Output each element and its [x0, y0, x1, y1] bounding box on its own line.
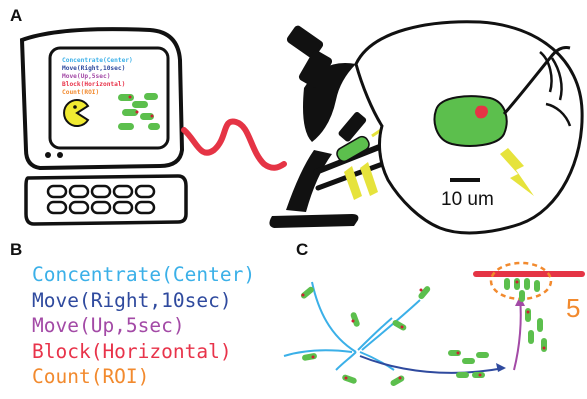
panel-label-b: B: [10, 240, 23, 259]
light-stimulus-icon: [500, 148, 534, 196]
pacman-icon: [63, 99, 90, 127]
command-move-up: Move(Up,5sec): [32, 314, 185, 337]
screen-command-3: Move(Up,5sec): [62, 73, 110, 80]
panel-label-a: A: [10, 6, 23, 25]
screen-command-5: Count(ROI): [62, 89, 99, 96]
panel-c-cells: [300, 278, 547, 386]
computer-monitor: Concentrate(Center) Move(Right,10sec) Mo…: [19, 27, 185, 171]
panel-c-cell-markers: [301, 280, 546, 380]
screen-command-2: Move(Right,10sec): [62, 64, 125, 72]
command-block: Block(Horizontal): [32, 339, 232, 363]
command-count: Count(ROI): [32, 365, 150, 388]
panel-c-trajectories: 5: [283, 261, 585, 386]
command-list: Concentrate(Center) Move(Right,10sec) Mo…: [32, 262, 255, 390]
computer-keyboard: [24, 174, 188, 226]
magnified-view: 10 um: [354, 20, 584, 235]
screen-command-1: Concentrate(Center): [62, 57, 133, 64]
screen-command-4: Block(Horizontal): [62, 80, 125, 88]
command-concentrate: Concentrate(Center): [32, 263, 256, 286]
roi-count-digit: 5: [566, 293, 580, 323]
data-cable: [181, 118, 287, 171]
bacterium-large: [433, 95, 508, 147]
command-move-right: Move(Right,10sec): [32, 288, 232, 312]
screen-cells: [118, 93, 160, 130]
microscope: [269, 25, 395, 228]
panel-label-c: C: [296, 240, 309, 259]
scale-bar-label: 10 um: [441, 189, 494, 210]
